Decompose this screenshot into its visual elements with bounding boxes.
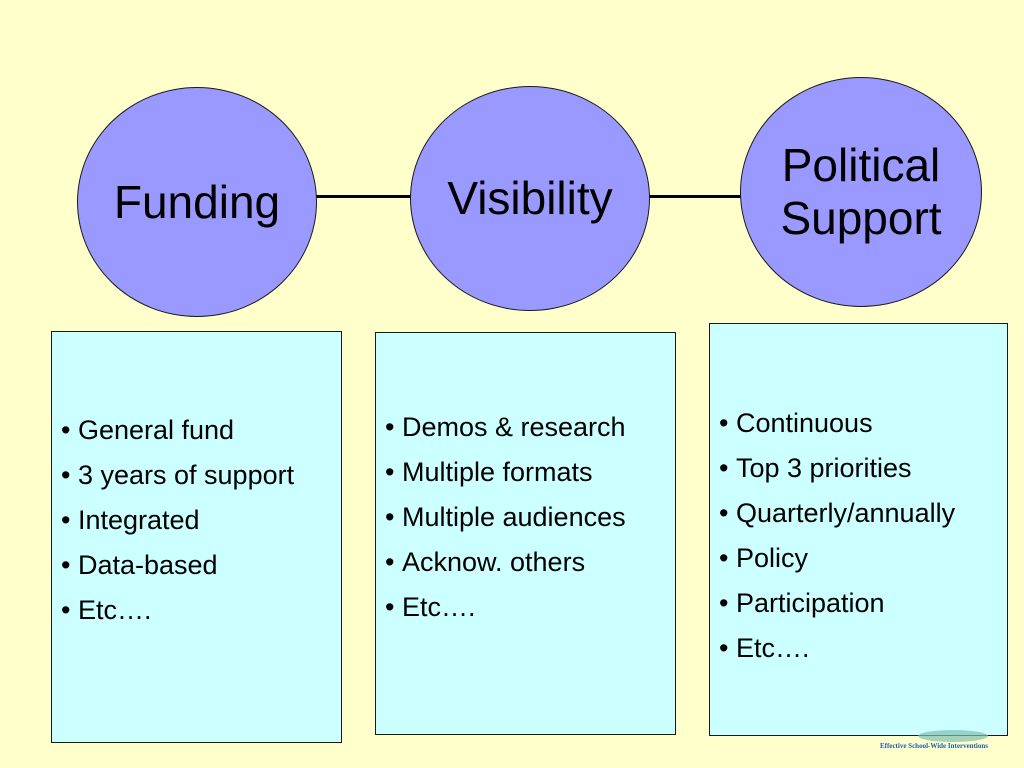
connector-visibility-political [648,195,742,198]
box-visibility-list: Demos & research Multiple formats Multip… [385,405,675,630]
list-item: Etc…. [719,626,1007,671]
circle-funding-label: Funding [114,176,280,229]
logo-swoosh-icon [918,730,988,742]
list-item: Acknow. others [385,540,675,585]
list-item: Demos & research [385,405,675,450]
circle-visibility-label: Visibility [447,172,612,225]
list-item: Etc…. [385,585,675,630]
list-item: Policy [719,536,1007,581]
circle-political-line-1: Political [781,139,941,192]
logo: Effective School-Wide Interventions [878,730,1018,752]
list-item: Continuous [719,401,1007,446]
box-funding-list: General fund 3 years of support Integrat… [61,408,341,633]
list-item: Participation [719,581,1007,626]
list-item: Data-based [61,543,341,588]
circle-political-line-2: Support [780,192,942,244]
circle-funding-line: Funding [113,175,281,228]
list-item: Quarterly/annually [719,491,1007,536]
list-item: Multiple formats [385,450,675,495]
connector-funding-visibility [316,195,412,198]
circle-visibility-line: Visibility [447,172,613,225]
box-political-list: Continuous Top 3 priorities Quarterly/an… [719,401,1007,671]
list-item: 3 years of support [61,453,341,498]
list-item: General fund [61,408,341,453]
logo-caption: Effective School-Wide Interventions [880,742,988,750]
list-item: Etc…. [61,588,341,633]
circle-visibility: Visibility [410,86,650,311]
list-item: Top 3 priorities [719,446,1007,491]
box-funding: General fund 3 years of support Integrat… [51,331,342,743]
circle-political-support: Political Support [740,77,982,307]
box-political-support: Continuous Top 3 priorities Quarterly/an… [709,323,1008,736]
box-visibility: Demos & research Multiple formats Multip… [375,332,676,735]
circle-political-support-label: Political Support [780,139,941,245]
circle-funding: Funding [77,87,317,317]
list-item: Multiple audiences [385,495,675,540]
list-item: Integrated [61,498,341,543]
